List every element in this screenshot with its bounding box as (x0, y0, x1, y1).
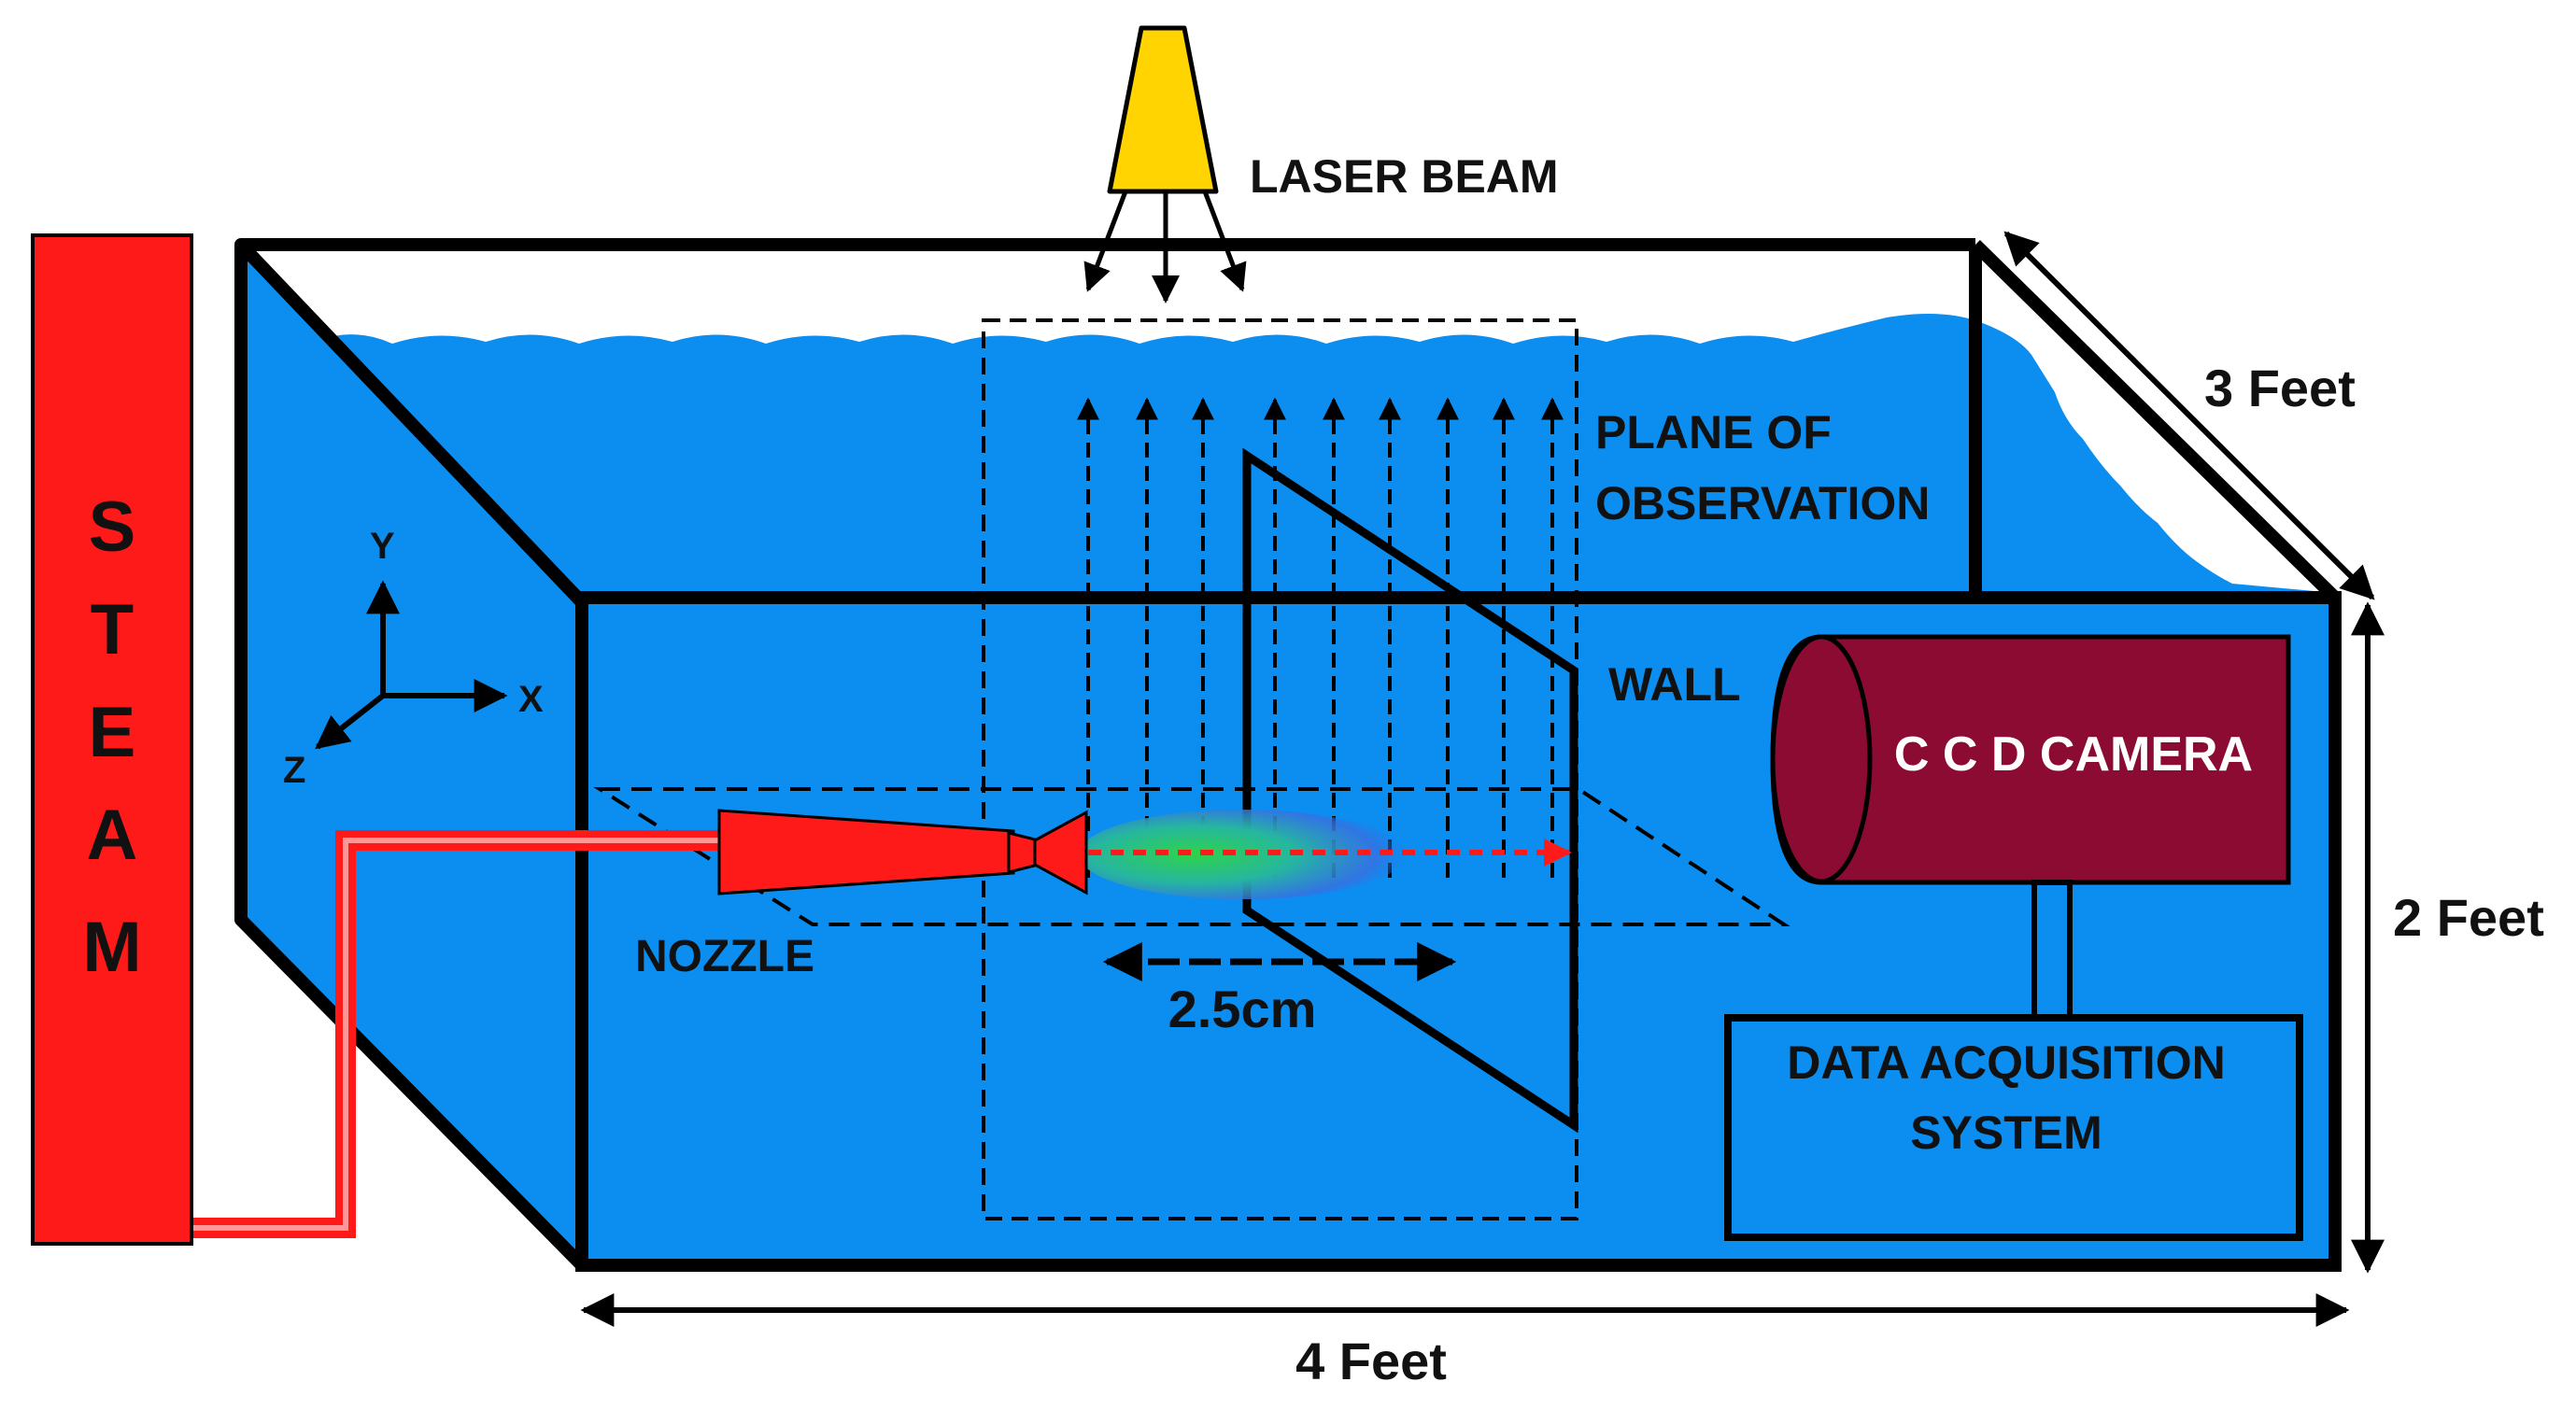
coordinate-axes (315, 580, 508, 750)
depth-label: 3 Feet (2204, 359, 2356, 417)
ccd-camera (1770, 634, 2291, 1021)
steam-letter: S (89, 487, 136, 567)
axis-x-label: X (518, 679, 544, 720)
laser-head (1083, 25, 1247, 303)
dimension-arrows (580, 231, 2385, 1327)
distance-label: 2.5cm (1168, 980, 1317, 1038)
steam-letters: S T E A M (82, 487, 141, 987)
nozzle (717, 809, 1088, 895)
wall-label: WALL (1608, 658, 1741, 711)
wall-plate (1242, 447, 1578, 1134)
plane-of-observation-label: OBSERVATION (1595, 477, 1930, 529)
horizontal-laser-plane (593, 787, 1790, 926)
laser-sheet-arrows (1077, 397, 1564, 878)
steam-letter: T (91, 590, 134, 670)
nozzle-label: NOZZLE (635, 932, 814, 981)
height-label: 2 Feet (2393, 888, 2544, 947)
data-acquisition-box (1724, 1014, 2303, 1241)
steam-letter: E (89, 693, 136, 772)
plane-of-observation-label: PLANE OF (1595, 406, 1832, 458)
steam-letter: M (82, 908, 141, 987)
laser-beam-label: LASER BEAM (1250, 150, 1559, 203)
daq-label: DATA ACQUISITION (1787, 1036, 2225, 1089)
axis-y-label: Y (370, 526, 395, 567)
axis-z-label: Z (283, 750, 305, 791)
observation-plane (982, 318, 1578, 1220)
steam-pipe (191, 830, 719, 1238)
daq-label: SYSTEM (1910, 1107, 2102, 1159)
steam-plume (1079, 810, 1406, 899)
camera-label: C C D CAMERA (1894, 727, 2253, 782)
width-label: 4 Feet (1295, 1332, 1447, 1390)
steam-letter: A (87, 796, 138, 875)
steam-generator (31, 233, 193, 1246)
